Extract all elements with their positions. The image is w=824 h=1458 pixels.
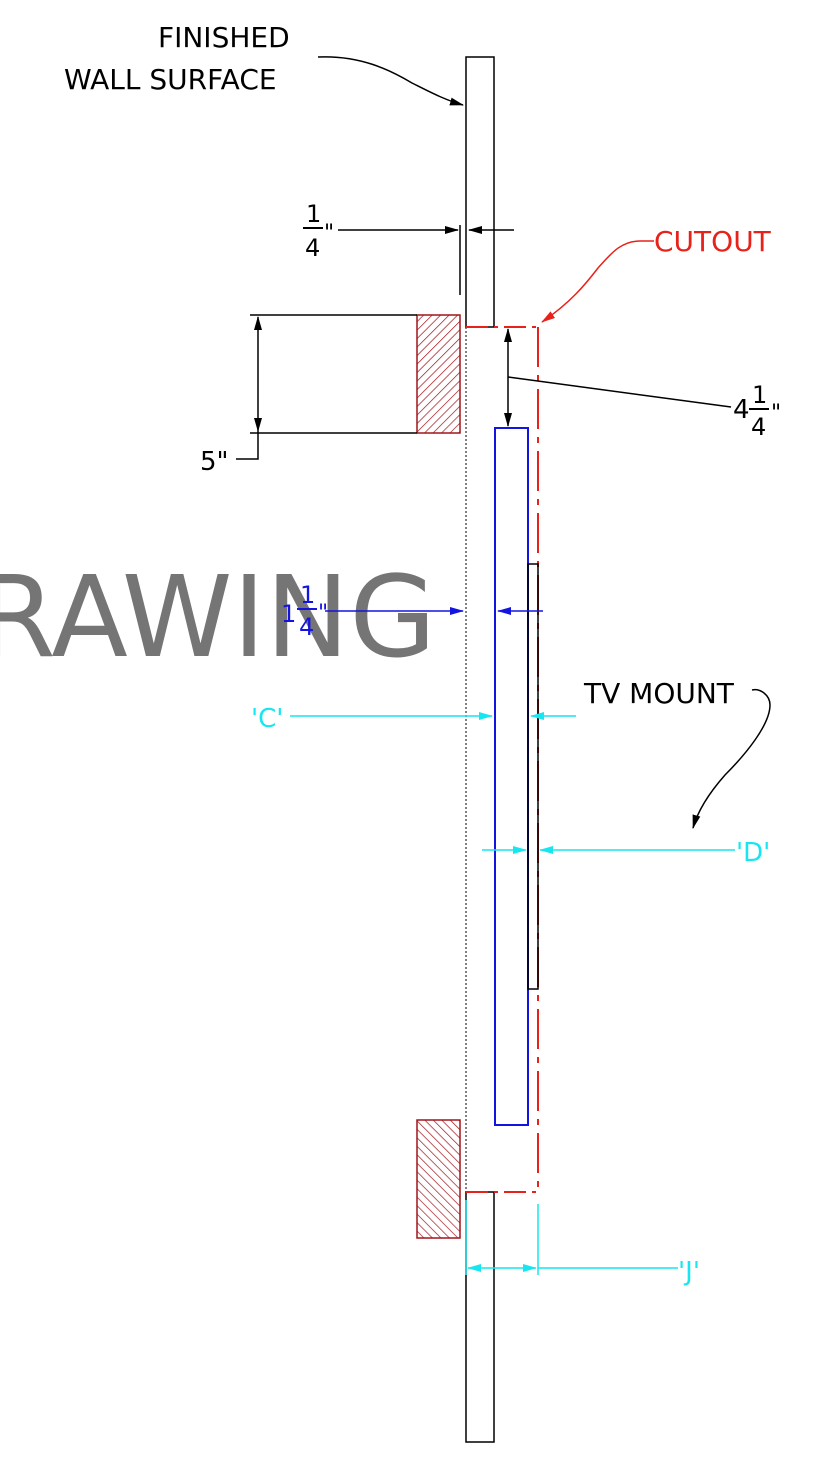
one-quarter-dim-text: 1 1 4 " bbox=[281, 581, 328, 641]
quarter-dim-text: 1 4 " bbox=[303, 200, 334, 262]
watermark-text: RAWING bbox=[0, 553, 436, 683]
tv-mount-leader bbox=[692, 688, 771, 829]
quarter-dim-den: 4 bbox=[305, 234, 320, 262]
stud-lower bbox=[416, 1119, 461, 1239]
one-quarter-dim-num: 1 bbox=[300, 581, 315, 609]
four-dim-den: 4 bbox=[751, 413, 766, 441]
one-quarter-dim-unit: " bbox=[318, 601, 328, 626]
tv-mount-plate bbox=[527, 563, 539, 990]
one-quarter-dim-den: 4 bbox=[299, 613, 314, 641]
one-quarter-dim-whole: 1 bbox=[281, 600, 296, 628]
wall-surface-label-line2: WALL SURFACE bbox=[64, 63, 277, 96]
four-dim-leader bbox=[507, 376, 732, 408]
dim-d-label: 'D' bbox=[736, 838, 770, 868]
four-dim-whole: 4 bbox=[733, 395, 750, 425]
wall-surface-leader bbox=[317, 56, 464, 106]
dim-c-label: 'C' bbox=[251, 704, 283, 734]
cutout-leader bbox=[541, 240, 654, 323]
four-dim-text: 4 1 4 " bbox=[733, 381, 781, 441]
four-dim-unit: " bbox=[771, 401, 781, 426]
stud-upper bbox=[416, 314, 461, 434]
cutout-label: CUTOUT bbox=[654, 225, 772, 258]
quarter-dim-unit: " bbox=[324, 221, 334, 246]
tv-panel bbox=[494, 427, 529, 1126]
tv-mount-label: TV MOUNT bbox=[583, 677, 735, 710]
wall-surface-label-line1: FINISHED bbox=[158, 21, 290, 54]
quarter-dim-num: 1 bbox=[306, 200, 321, 228]
dim-j-label: 'J' bbox=[678, 1257, 700, 1287]
five-dim-text: 5" bbox=[200, 447, 229, 477]
cutout-outline bbox=[466, 326, 539, 1193]
five-dim-leader bbox=[236, 431, 259, 460]
four-dim-num: 1 bbox=[752, 381, 767, 409]
wall-board-upper bbox=[465, 56, 495, 328]
wall-board-lower bbox=[465, 1191, 495, 1443]
